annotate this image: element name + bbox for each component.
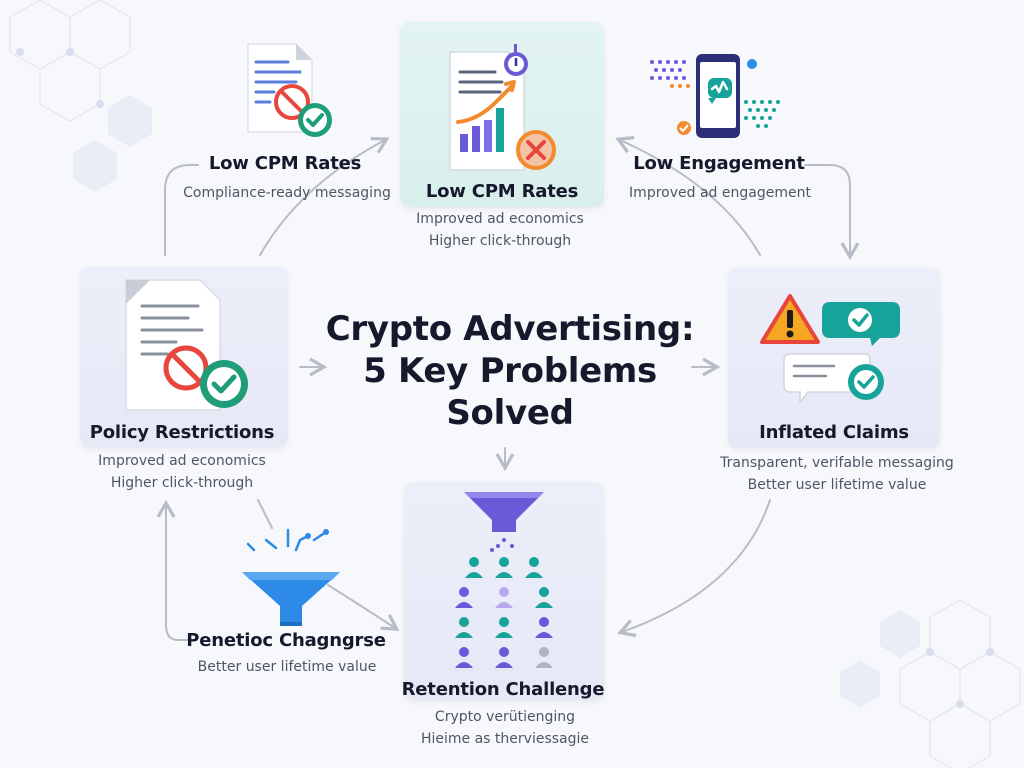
node-top-left-desc-line: Compliance-ready messaging [183, 185, 391, 201]
node-right-desc-line: Transparent, verifable messaging [720, 455, 954, 471]
policy-document-icon [125, 279, 248, 411]
node-left-desc-line: Improved ad economics [98, 453, 266, 469]
arrow-left-to-top [164, 164, 199, 256]
node-right-desc-line: Better user lifetime value [747, 477, 927, 493]
retention-people-icon [455, 492, 553, 668]
node-bottom-center-desc-line: Hieime as therviessagie [420, 731, 590, 747]
node-left-desc-line: Higher click-through [110, 475, 254, 491]
title-line-2: 5 Key Problems [363, 351, 657, 391]
node-bottom-left-label: Penetioc Chagngrse [186, 630, 386, 651]
node-bottom-left-desc-line: Better user lifetime value [197, 659, 377, 675]
node-left-label: Policy Restrictions [89, 422, 275, 443]
node-top-right-label: Low Engagement [633, 153, 805, 174]
node-bottom-center-label: Retention Challenge [401, 679, 605, 700]
warning-chat-icon [760, 294, 900, 405]
arrow-funnel-to-bottom [327, 584, 400, 631]
node-right-desc: Transparent, verifable messaging Better … [720, 452, 954, 496]
node-top-right-desc-line: Improved ad engagement [629, 185, 811, 201]
node-top-center-desc-line: Higher click-through [428, 233, 572, 249]
mobile-engagement-icon [650, 54, 780, 138]
node-bottom-center-desc-line: Crypto verütienging [434, 709, 576, 725]
node-left-desc: Improved ad economics Higher click-throu… [98, 450, 266, 494]
node-right-label: Inflated Claims [759, 422, 909, 443]
arrow-topright-to-topcenter [615, 136, 761, 256]
arrow-bottomleft-to-left [156, 499, 189, 641]
diagram-title: Crypto Advertising: 5 Key Problems Solve… [300, 308, 720, 434]
chart-report-icon [449, 44, 556, 171]
title-line-1: Crypto Advertising: [325, 309, 695, 349]
funnel-icon [242, 528, 340, 626]
arrow-topleft-to-topcenter [259, 136, 390, 256]
node-bottom-left-desc: Better user lifetime value [198, 656, 377, 678]
arrow-topright-to-right [804, 164, 860, 261]
node-top-center-desc: Improved ad economics Higher click-throu… [416, 208, 584, 252]
node-top-right-desc: Improved ad engagement [629, 182, 811, 204]
arrow-right-to-bottom [617, 499, 771, 638]
node-top-left-label: Low CPM Rates [208, 153, 362, 174]
arrow-left-to-bottomleft [257, 499, 273, 529]
node-top-center-desc-line: Improved ad economics [416, 211, 584, 227]
node-top-center-label: Low CPM Rates [425, 181, 579, 202]
node-bottom-center-desc: Crypto verütienging Hieime as therviessa… [421, 706, 589, 750]
node-top-left-desc: Compliance-ready messaging [183, 182, 391, 204]
title-line-3: Solved [446, 393, 574, 433]
document-compliance-icon [247, 43, 332, 137]
